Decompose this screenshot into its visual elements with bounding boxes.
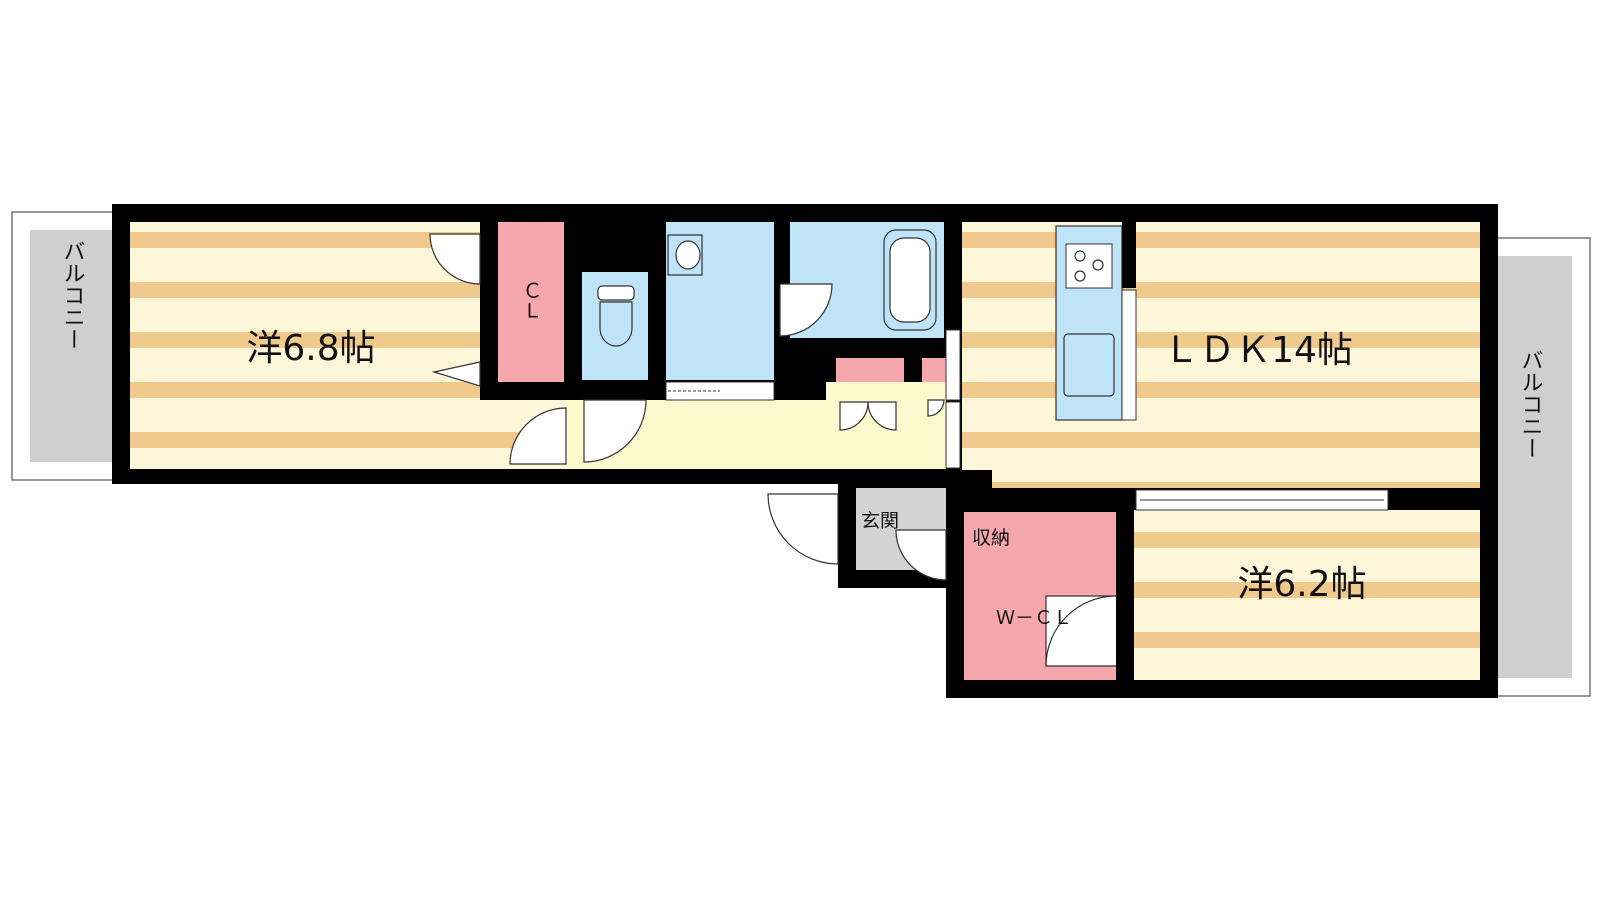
storage-label: 収納 (972, 527, 1010, 549)
storage-shelf-2 (922, 358, 946, 382)
storage (964, 512, 1028, 570)
balcony-right-label: バルコニー (1518, 349, 1543, 459)
walk-in-closet-upper (1028, 512, 1116, 572)
ldk-floor (962, 222, 1480, 470)
balcony-right-text: バルコニー (1518, 349, 1543, 459)
closet-label: ＣＬ (519, 280, 543, 320)
western-room-1-floor (130, 222, 480, 469)
washroom (666, 222, 828, 382)
ldk-floor-lower (992, 470, 1480, 488)
kitchen-counter (1055, 222, 1137, 421)
balcony-left (11, 211, 128, 481)
entrance-label: 玄関 (861, 510, 899, 532)
balcony-left-text: バルコニー (60, 240, 85, 350)
entrance-door-swing (767, 493, 839, 565)
storage-shelf-1 (836, 358, 904, 382)
closet (498, 222, 564, 382)
door-swings (429, 233, 947, 581)
balcony-left-label: バルコニー (60, 240, 85, 350)
sliding-doors (665, 329, 1389, 511)
corridor-upper (826, 382, 946, 402)
ldk-label: ＬＤＫ14帖 (1163, 330, 1353, 371)
toilet-room (582, 272, 648, 380)
western-room-2-floor (1134, 510, 1480, 680)
balcony-right (1481, 237, 1591, 697)
western-room-1-label: 洋6.8帖 (246, 328, 375, 369)
western-room-2-label: 洋6.2帖 (1237, 564, 1366, 605)
walk-in-closet-label: Ｗ－ＣＬ (996, 607, 1072, 629)
